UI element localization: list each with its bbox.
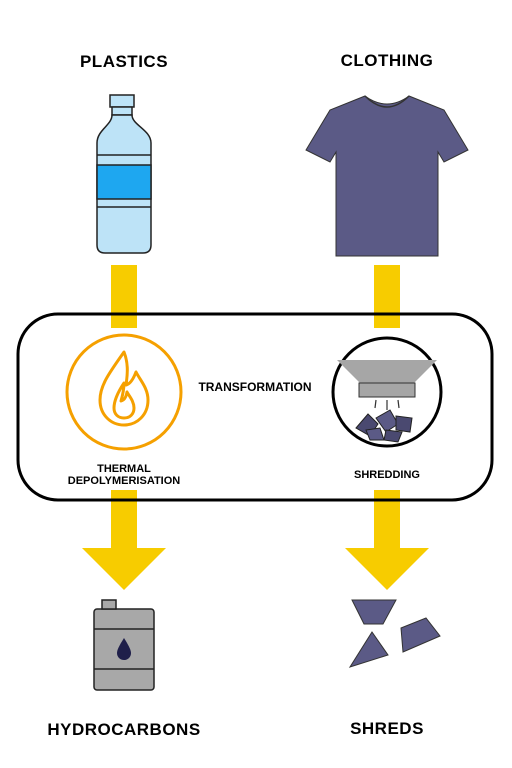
plastics-label: PLASTICS [79, 52, 169, 71]
hydrocarbons-label: HYDROCARBONS [47, 720, 201, 739]
plastic-bottle-icon [96, 94, 152, 254]
shreds-label: SHREDS [350, 719, 424, 738]
transformation-box [16, 312, 494, 502]
oil-barrel-icon [93, 599, 155, 691]
shredding-label: SHREDDING [353, 469, 420, 481]
t-shirt-icon [305, 95, 469, 257]
flame-icon [65, 333, 183, 451]
thermal-depolymerisation-label: THERMAL DEPOLYMERISATION [67, 463, 181, 487]
transformation-label: TRANSFORMATION [198, 380, 312, 394]
clothing-label: CLOTHING [340, 51, 434, 70]
shredder-icon [331, 336, 443, 448]
fabric-shreds-icon [348, 599, 441, 668]
